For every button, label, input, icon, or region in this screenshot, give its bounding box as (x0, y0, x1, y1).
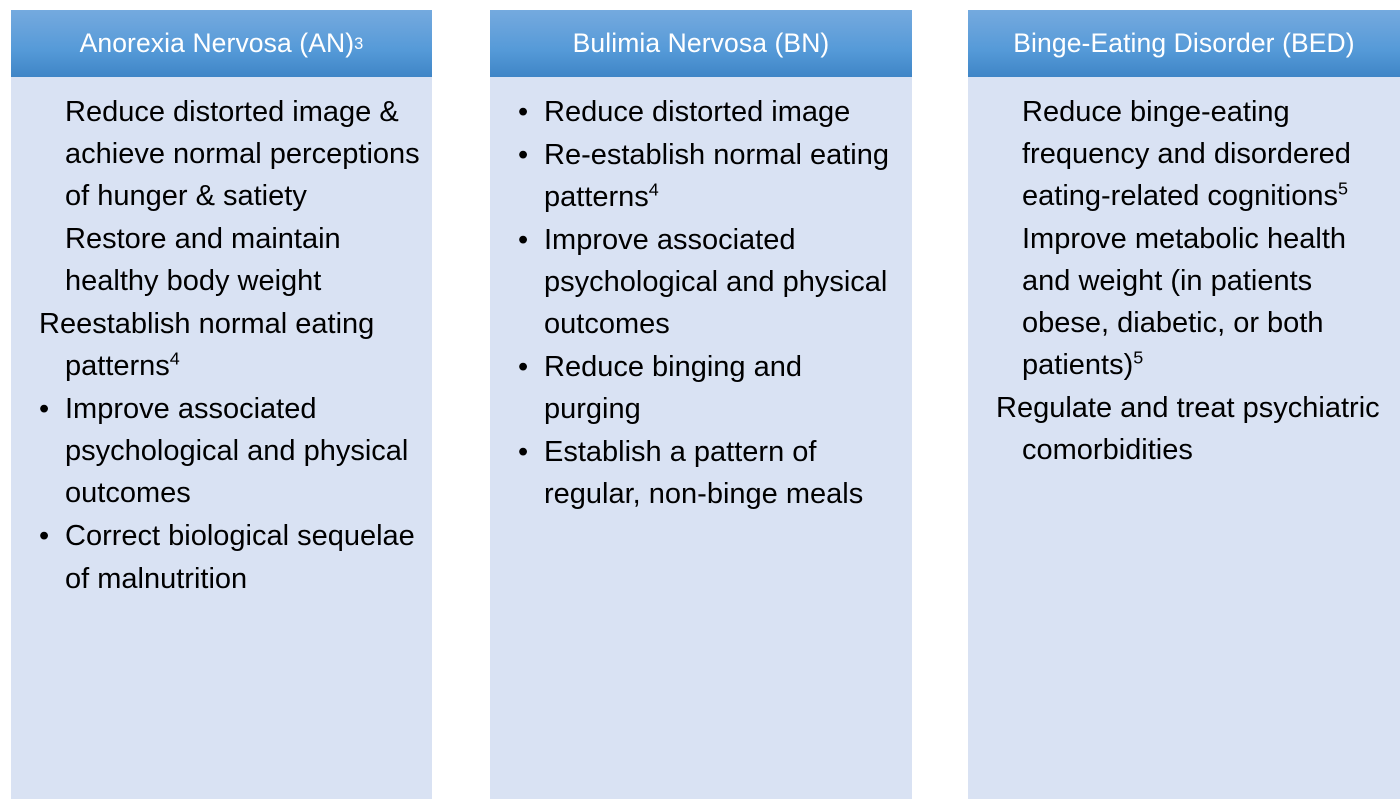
list-item-text: Reduce distorted image (544, 96, 851, 128)
list-item: Restore and maintain healthy body weight (21, 218, 422, 302)
list-item: Regulate and treat psychiatric comorbidi… (978, 387, 1390, 471)
list-item-text: Restore and maintain healthy body weight (65, 223, 341, 298)
list-item-text: Establish a pattern of regular, non-bing… (544, 436, 864, 511)
list-item-text: Improve metabolic health and weight (in … (1022, 223, 1346, 382)
column-header-label: Binge-Eating Disorder (BED) (1013, 27, 1355, 58)
list-item-text: Improve associated psychological and phy… (65, 393, 409, 510)
list-item-text: Improve associated psychological and phy… (544, 224, 888, 341)
list-item: Reduce distorted image & achieve normal … (21, 91, 422, 217)
column-card-binge-eating-disorder: Binge-Eating Disorder (BED) Reduce binge… (968, 10, 1400, 799)
column-body-bulimia-nervosa: Reduce distorted image Re-establish norm… (490, 77, 912, 799)
column-header-label: Anorexia Nervosa (AN) (79, 27, 355, 58)
list-item: Improve associated psychological and phy… (21, 388, 422, 514)
column-body-binge-eating-disorder: Reduce binge-eating frequency and disord… (968, 77, 1400, 799)
list-item: Reduce binge-eating frequency and disord… (978, 91, 1390, 217)
column-header-binge-eating-disorder: Binge-Eating Disorder (BED) (968, 10, 1400, 77)
list-item-superscript: 5 (1133, 347, 1144, 368)
list-item: Re-establish normal eating patterns4 (500, 134, 902, 218)
column-header-bulimia-nervosa: Bulimia Nervosa (BN) (490, 10, 912, 77)
list-item: Reestablish normal eating patterns4 (21, 303, 422, 387)
list-item-superscript: 5 (1337, 178, 1348, 199)
list-item-text: Reduce distorted image & achieve normal … (65, 96, 420, 213)
list-item-text: Reduce binging and purging (544, 351, 802, 426)
list-item: Reduce binging and purging (500, 346, 902, 430)
list-item-text: Re-establish normal eating patterns (544, 139, 889, 214)
column-header-anorexia-nervosa: Anorexia Nervosa (AN)3 (11, 10, 432, 77)
column-card-anorexia-nervosa: Anorexia Nervosa (AN)3 Reduce distorted … (11, 10, 432, 799)
list-item: Improve associated psychological and phy… (500, 219, 902, 345)
column-body-anorexia-nervosa: Reduce distorted image & achieve normal … (11, 77, 432, 799)
list-item-text: Regulate and treat psychiatric comorbidi… (996, 392, 1380, 467)
list-item-text: Reduce binge-eating frequency and disord… (1022, 96, 1351, 213)
list-item-text: Correct biological sequelae of malnutrit… (65, 520, 415, 595)
list-item-superscript: 4 (648, 179, 659, 200)
list-item: Reduce distorted image (500, 91, 902, 133)
column-card-bulimia-nervosa: Bulimia Nervosa (BN) Reduce distorted im… (490, 10, 912, 799)
list-item-text: Reestablish normal eating patterns (39, 308, 375, 383)
list-item-superscript: 4 (169, 348, 180, 369)
list-item: Establish a pattern of regular, non-bing… (500, 431, 902, 515)
list-item: Correct biological sequelae of malnutrit… (21, 515, 422, 599)
list-item: Improve metabolic health and weight (in … (978, 218, 1390, 386)
column-header-label: Bulimia Nervosa (BN) (572, 27, 830, 58)
